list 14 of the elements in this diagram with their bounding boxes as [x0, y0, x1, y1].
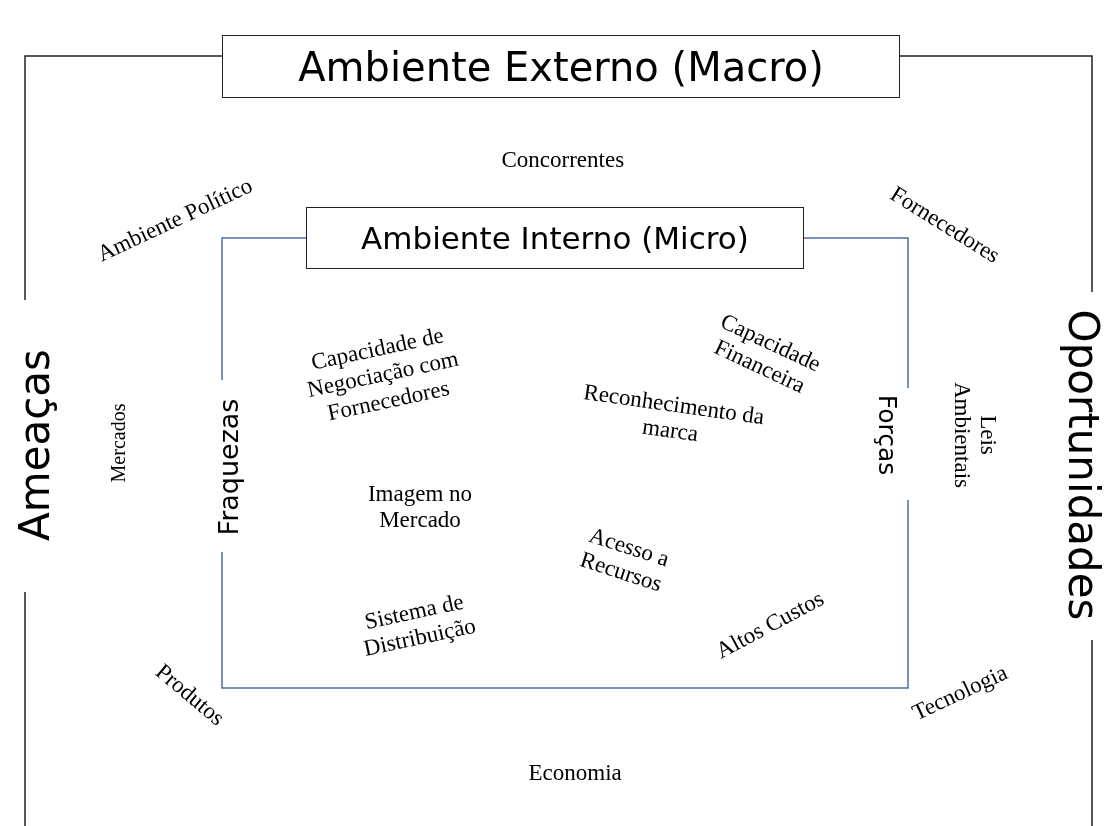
factor-label: Mercados: [106, 403, 130, 483]
factor-label: Economia: [528, 759, 622, 787]
title-box: Ambiente Interno (Micro): [306, 207, 804, 269]
title-box: Ambiente Externo (Macro): [222, 35, 900, 98]
factor-label: Concorrentes: [501, 146, 625, 174]
factor-label: Sistema de Distribuição: [360, 587, 479, 664]
side-heading: Oportunidades: [1057, 309, 1107, 621]
factor-label: Capacidade de Negociação com Fornecedores: [304, 321, 462, 428]
side-heading: Forças: [871, 394, 901, 476]
side-heading: Fraquezas: [212, 398, 244, 536]
factor-label: Leis Ambientais: [949, 380, 1002, 490]
factor-label: Altos Custos: [711, 585, 829, 665]
side-heading: Ameaças: [10, 349, 60, 541]
factor-label: Imagem no Mercado: [366, 480, 474, 534]
